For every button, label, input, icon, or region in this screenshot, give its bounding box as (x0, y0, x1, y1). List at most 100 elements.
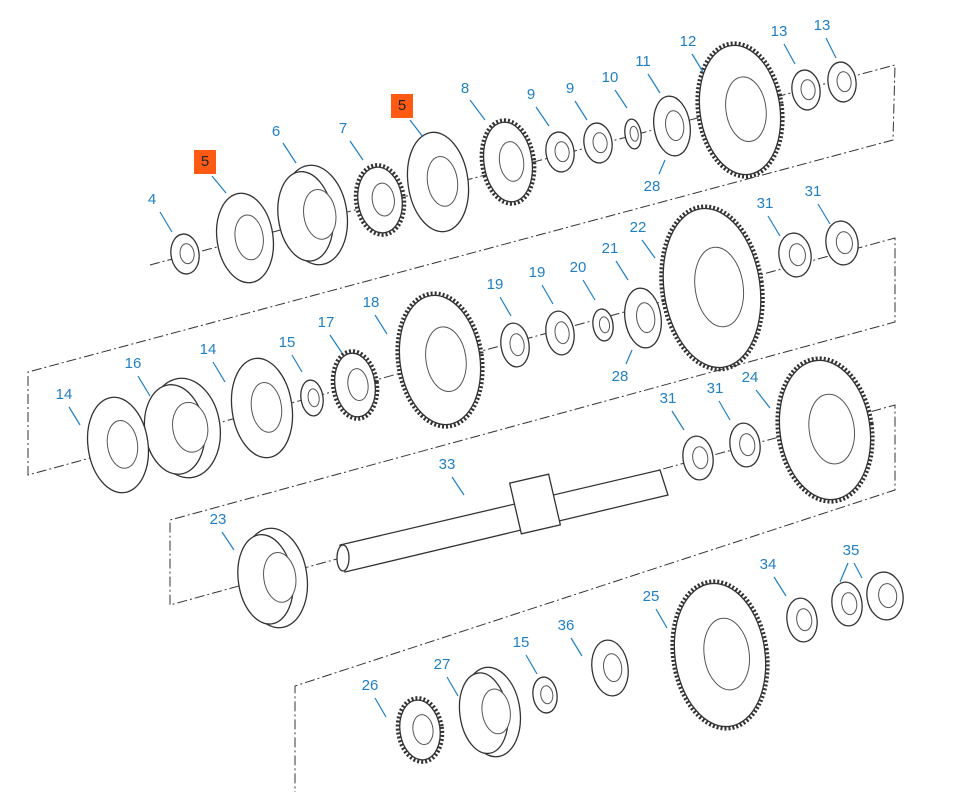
highlight-box (391, 94, 413, 118)
callout-number: 34 (760, 556, 777, 573)
leader-line (499, 296, 512, 317)
callout-20: 20 (570, 259, 596, 301)
needle-bearing-13 (791, 69, 821, 111)
gear-25 (670, 579, 770, 731)
callout-16: 16 (125, 355, 151, 397)
leader-line (625, 349, 633, 365)
leader-line (691, 53, 704, 73)
callout-18: 18 (363, 294, 388, 335)
leader-line (221, 531, 235, 551)
callout-number: 14 (56, 386, 73, 403)
callout-36: 36 (558, 617, 583, 657)
callout-number: 15 (279, 334, 296, 351)
callout-number: 5 (201, 153, 209, 170)
leader-line (767, 215, 781, 237)
snap-ring-20 (592, 308, 614, 342)
leader-line (574, 100, 588, 121)
washer-34 (786, 597, 818, 643)
callout-number: 31 (757, 195, 774, 212)
callout-number: 8 (461, 80, 469, 97)
leader-line (535, 106, 550, 127)
needle-bearing-13b (827, 61, 857, 103)
callout-9: 9 (527, 86, 550, 127)
callout-number: 23 (210, 511, 227, 528)
callout-25: 25 (643, 588, 668, 629)
callout-number: 14 (200, 341, 217, 358)
leader-line (469, 99, 486, 121)
callout-number: 18 (363, 294, 380, 311)
callout-number: 31 (660, 390, 677, 407)
callout-number: 19 (487, 276, 504, 293)
callout-19: 19 (487, 276, 512, 317)
leader-line (773, 576, 787, 597)
leader-line (329, 334, 343, 354)
leader-line (671, 410, 685, 431)
needle-bearing-31c (729, 422, 761, 468)
callout-9: 9 (566, 80, 588, 121)
main-shaft-33 (336, 469, 669, 573)
parts (86, 41, 904, 764)
callout-number: 13 (814, 17, 831, 34)
callout-34: 34 (760, 556, 787, 597)
callout-number: 33 (439, 456, 456, 473)
leader-line (211, 175, 227, 194)
callout-8: 8 (461, 80, 486, 121)
needle-bearing-31b (825, 220, 859, 266)
callout-13: 13 (814, 17, 837, 59)
callout-number: 31 (805, 183, 822, 200)
callout-number: 19 (529, 264, 546, 281)
needle-bearing-31 (778, 232, 812, 278)
leader-line (853, 562, 863, 579)
callout-number: 9 (566, 80, 574, 97)
leader-line (647, 73, 661, 94)
callout-7: 7 (339, 120, 364, 161)
callout-number: 31 (707, 380, 724, 397)
callout-number: 28 (612, 368, 629, 385)
callout-13: 13 (771, 23, 796, 65)
leader-line (655, 608, 668, 629)
leader-line (374, 697, 387, 718)
callout-number: 15 (513, 634, 530, 651)
snap-ring-15 (300, 379, 324, 417)
bearing-cup-35 (866, 571, 904, 621)
leader-line (658, 159, 666, 175)
callout-21: 21 (602, 240, 629, 281)
gear-18 (395, 291, 485, 429)
callout-number: 16 (125, 355, 142, 372)
synchro-hub-16 (143, 377, 222, 479)
gear-7 (353, 163, 407, 237)
washer-11 (653, 95, 691, 157)
callout-5: 5 (194, 150, 227, 194)
callout-number: 26 (362, 677, 379, 694)
leader-line (68, 406, 81, 426)
leader-line (817, 203, 831, 225)
leader-line (825, 37, 837, 59)
leader-line (525, 654, 538, 675)
callout-number: 24 (742, 369, 759, 386)
callout-22: 22 (630, 219, 656, 259)
callout-number: 11 (635, 53, 651, 70)
leader-line (783, 43, 796, 65)
callout-4: 4 (148, 191, 173, 233)
needle-bearing-31d (682, 435, 714, 481)
callout-number: 22 (630, 219, 647, 236)
synchro-hub-27 (458, 666, 522, 758)
bearing-cone-4 (170, 233, 200, 275)
callout-5: 5 (391, 94, 424, 138)
leader-line (409, 119, 424, 138)
callout-number: 17 (318, 314, 335, 331)
leader-line (349, 140, 364, 161)
callout-28: 28 (612, 349, 633, 385)
callout-number: 10 (602, 69, 619, 86)
leader-line (582, 279, 596, 301)
callout-number: 21 (602, 240, 619, 257)
leader-line (718, 400, 731, 421)
leader-line (374, 314, 388, 335)
leader-line (282, 142, 297, 164)
leader-line (614, 89, 628, 109)
leader-line (159, 211, 173, 233)
needle-bearing-19 (545, 310, 575, 356)
callout-15: 15 (513, 634, 538, 675)
callout-number: 7 (339, 120, 347, 137)
